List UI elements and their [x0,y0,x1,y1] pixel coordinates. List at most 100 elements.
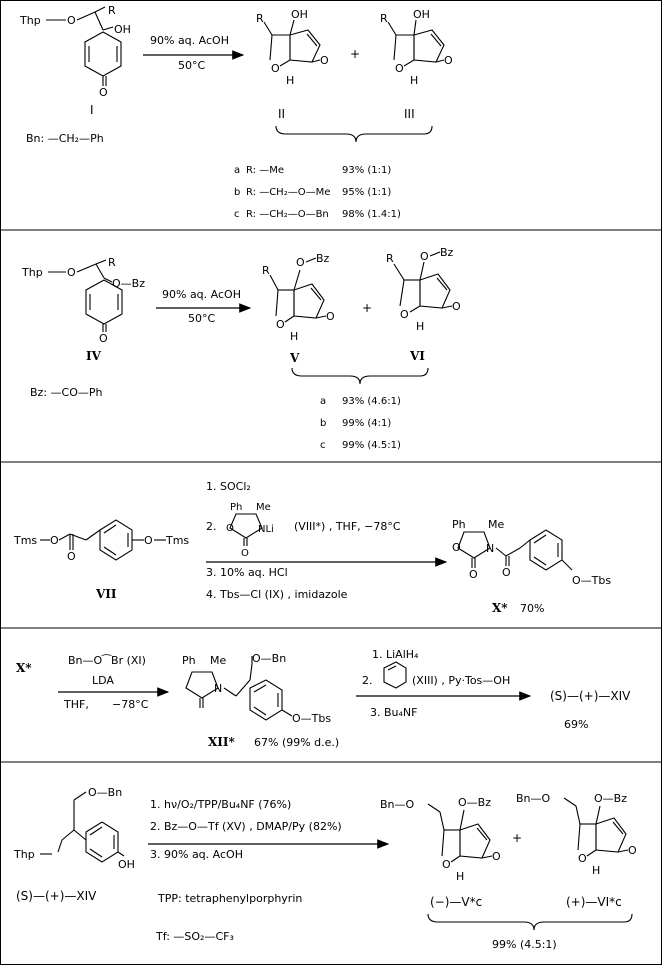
row1-reactant-I: Thp O R OH O I [19,4,131,117]
oh-label: OH [114,23,131,36]
svg-text:Bn—O⁀Br (XI): Bn—O⁀Br (XI) [68,654,146,667]
svg-text:c: c [320,440,326,451]
row2-brace [291,367,429,385]
row2-arrow: 90% aq. AcOH 50°C [156,288,252,325]
svg-text:O: O [326,310,335,323]
svg-text:4. Tbs—Cl (IX) , imidazole: 4. Tbs—Cl (IX) , imidazole [206,588,348,601]
svg-text:99% (4.5:1): 99% (4.5:1) [342,440,401,451]
row4-reagents: Bn—O⁀Br (XI) LDA THF, −78°C [63,654,149,711]
svg-text:LDA: LDA [92,674,114,687]
ketone-o: O [99,86,108,99]
svg-text:50°C: 50°C [188,312,215,325]
svg-text:c: c [234,209,240,220]
svg-text:R: R [108,256,116,269]
svg-text:93% (1:1): 93% (1:1) [342,165,391,176]
compound-label-III: III [404,107,415,121]
svg-text:O: O [400,308,409,321]
svg-text:OH: OH [413,8,430,21]
svg-text:O: O [67,550,76,563]
svg-text:O: O [296,256,305,269]
svg-text:O: O [50,534,59,547]
svg-text:(VIII*) , THF, −78°C: (VIII*) , THF, −78°C [294,520,401,533]
svg-text:O: O [628,844,637,857]
svg-text:98% (1.4:1): 98% (1.4:1) [342,209,401,220]
svg-text:R: R [386,252,394,265]
compound-label-VII: VII [95,587,117,601]
compound-label-IV: IV [86,349,102,363]
svg-text:b: b [234,187,240,198]
compound-label-XIV: (S)—(+)—XIV [550,689,631,703]
row1-condition-1: 90% aq. AcOH [150,34,229,47]
svg-text:Bn—O: Bn—O [380,798,415,811]
svg-text:Me: Me [256,502,271,513]
svg-text:O: O [67,266,76,279]
thp-label: Thp [19,14,41,27]
row2-reactant-IV: Thp O R O—Bz O IV [21,256,145,363]
svg-text:2. Bz—O—Tf (XV) , DMAP/Py: 2. Bz—O—Tf (XV) , DMAP/Py (82%) [150,820,342,833]
svg-text:Thp: Thp [21,266,43,279]
svg-text:b: b [320,418,326,429]
tf-definition: Tf: —SO₂—CF₃ [155,930,234,943]
compound-label-S-XIV: (S)—(+)—XIV [16,889,97,903]
svg-text:99% (4:1): 99% (4:1) [342,418,391,429]
svg-text:H: H [416,320,424,333]
svg-text:O: O [444,54,453,67]
row2-product-V: R O Bz O O H V [262,252,335,365]
svg-text:1. SOCl₂: 1. SOCl₂ [206,480,251,493]
svg-text:R: —Me: R: —Me [246,165,284,176]
svg-text:O—Bz: O—Bz [594,792,627,805]
svg-text:THF,: THF, [63,698,89,711]
svg-text:O: O [320,54,329,67]
row3-reagents: 1. SOCl₂ 2. Ph Me O NLi O (VIII*) , THF,… [206,480,401,601]
row4-reagents-2: 1. LiAlH₄ 2. (XIII) , Py·Tos—OH 3. Bu₄NF [362,648,510,719]
row2-product-VI: R O Bz O O H VI [386,246,461,363]
svg-text:3. Bu₄NF: 3. Bu₄NF [370,706,417,719]
svg-text:2.: 2. [362,674,373,687]
svg-text:R: R [262,264,270,277]
row4-product-XII: Ph Me N O—Bn O—Tbs XII* 67% (99% d.e.) [182,652,339,749]
svg-text:O: O [276,318,285,331]
svg-text:R: R [256,12,264,25]
row1-condition-2: 50°C [178,59,205,72]
row4-reactant-X: X* [16,661,32,675]
svg-text:95% (1:1): 95% (1:1) [342,187,391,198]
svg-text:H: H [286,74,294,87]
svg-text:H: H [456,870,464,883]
svg-text:O: O [492,850,501,863]
svg-text:+: + [512,831,522,845]
bz-definition: Bz: —CO—Ph [30,386,102,399]
tpp-definition: TPP: tetraphenylporphyrin [157,892,302,905]
svg-text:Ph: Ph [452,518,466,531]
svg-text:H: H [410,74,418,87]
svg-text:N: N [214,682,222,695]
svg-text:3. 90% aq. AcOH: 3. 90% aq. AcOH [150,848,243,861]
svg-text:Me: Me [210,654,226,667]
svg-text:O: O [578,852,587,865]
svg-text:Tms: Tms [13,534,37,547]
svg-text:O—Tbs: O—Tbs [572,574,611,587]
r-label: R [108,4,116,17]
svg-text:O: O [452,300,461,313]
compound-label-VI: VI [409,349,425,363]
svg-text:1. hν/O₂/TPP/Bu₄NF (76%): 1. hν/O₂/TPP/Bu₄NF (76%) [150,798,291,811]
svg-text:Thp: Thp [13,848,35,861]
svg-text:O: O [395,62,404,75]
svg-text:Bz: Bz [316,252,330,265]
svg-text:OH: OH [291,8,308,21]
svg-text:O—Bz: O—Bz [458,796,491,809]
svg-text:R: —CH₂—O—Me: R: —CH₂—O—Me [246,187,330,198]
compound-label-plus-VI: (+)—VI*c [566,895,622,909]
svg-text:Tms: Tms [165,534,189,547]
row5-reagents: 1. hν/O₂/TPP/Bu₄NF (76%) 2. Bz—O—Tf (XV)… [150,798,342,861]
compound-label-V: V [289,351,300,365]
svg-text:O: O [271,62,280,75]
svg-text:69%: 69% [564,718,588,731]
svg-text:O: O [442,858,451,871]
svg-text:O—Bn: O—Bn [252,652,286,665]
row5-reactant-XIV: O—Bn Thp OH (S)—(+)—XIV [13,786,135,903]
svg-text:O: O [452,541,461,554]
row1-arrow: 90% aq. AcOH 50°C [143,34,245,72]
svg-text:3. 10% aq. HCl: 3. 10% aq. HCl [206,566,288,579]
svg-text:1. LiAlH₄: 1. LiAlH₄ [372,648,419,661]
